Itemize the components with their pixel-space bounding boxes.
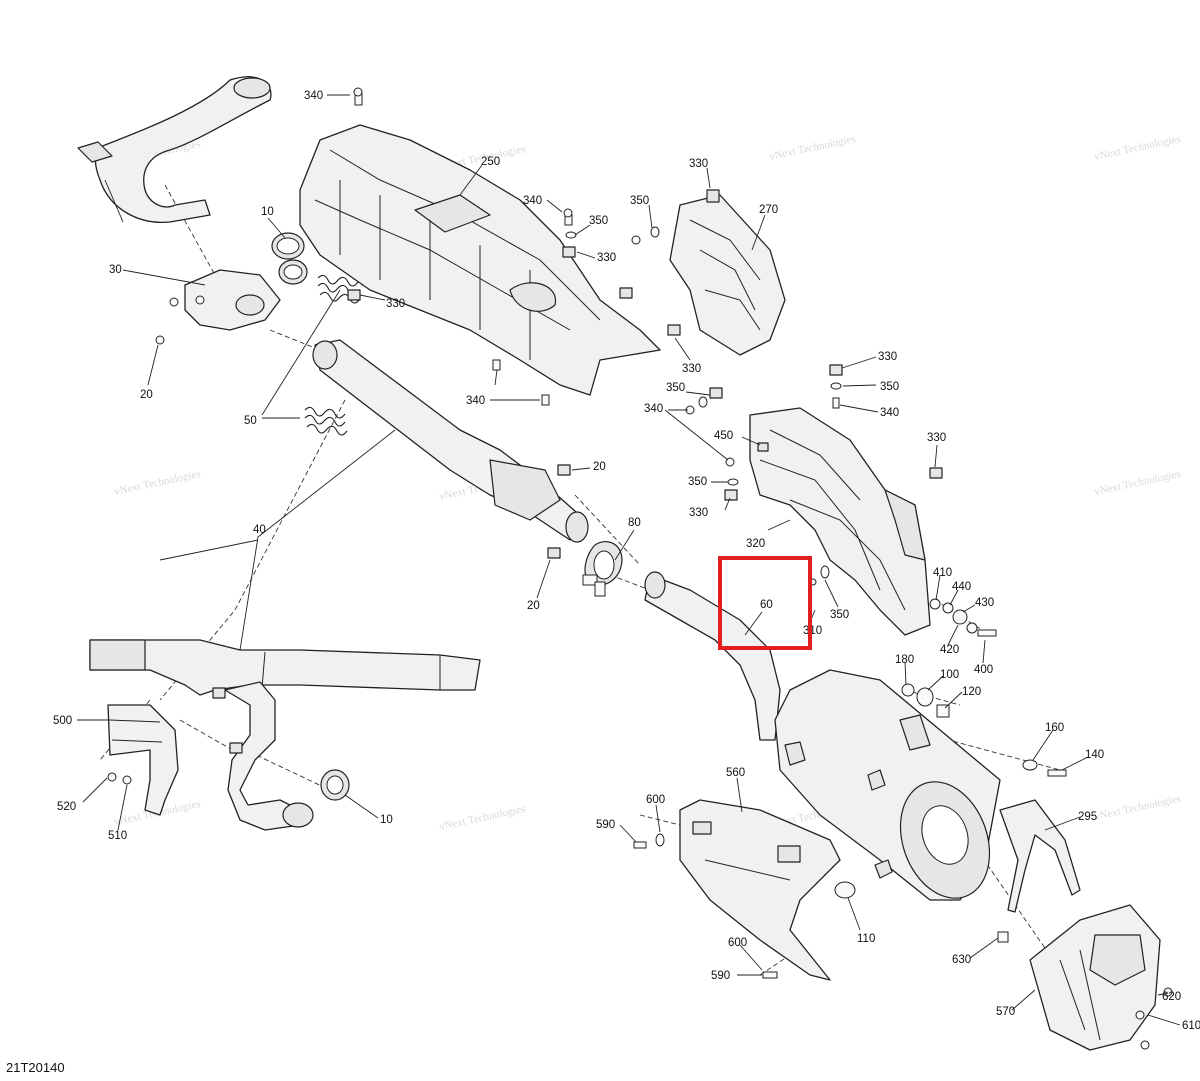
callout-100: 100: [940, 669, 959, 681]
callout-20: 20: [593, 461, 606, 473]
end-cap-570[interactable]: [1029, 904, 1161, 1051]
muffler-shield-560[interactable]: [679, 799, 841, 981]
callout-600: 600: [646, 794, 665, 806]
hardware: [155, 87, 1173, 1050]
callouts: 340 250 330 340 350 330 350 270 10 30 33…: [53, 90, 1200, 1032]
callout-340: 340: [880, 407, 899, 419]
callout-570: 570: [996, 1006, 1015, 1018]
callout-50: 50: [244, 415, 257, 427]
elbow-flange[interactable]: [184, 269, 281, 331]
mid-pipe[interactable]: [312, 339, 589, 543]
clamp-80[interactable]: [582, 540, 623, 597]
svg-text:vNext Technologies: vNext Technologies: [1093, 793, 1182, 823]
svg-text:vNext Technologies: vNext Technologies: [1093, 133, 1182, 163]
callout-340: 340: [304, 90, 323, 102]
svg-text:vNext Technologies: vNext Technologies: [1093, 468, 1182, 498]
callout-20: 20: [527, 600, 540, 612]
callout-500: 500: [53, 715, 72, 727]
bracket-295[interactable]: [999, 799, 1081, 913]
callout-140: 140: [1085, 749, 1104, 761]
callout-60: 60: [760, 599, 773, 611]
callout-340: 340: [523, 195, 542, 207]
callout-330: 330: [682, 363, 701, 375]
gasket-10-lower[interactable]: [320, 769, 350, 801]
callout-340: 340: [644, 403, 663, 415]
callout-400: 400: [974, 664, 993, 676]
svg-text:vNext Technologies: vNext Technologies: [768, 133, 857, 163]
callout-295: 295: [1078, 811, 1097, 823]
callout-600: 600: [728, 937, 747, 949]
callout-40: 40: [253, 524, 266, 536]
callout-350: 350: [688, 476, 707, 488]
callout-430: 430: [975, 597, 994, 609]
callout-590: 590: [711, 970, 730, 982]
highlight-box: [718, 556, 812, 650]
callout-160: 160: [1045, 722, 1064, 734]
figure-id: 21T20140: [6, 1060, 65, 1075]
callout-350: 350: [666, 382, 685, 394]
svg-text:vNext Technologies: vNext Technologies: [438, 803, 527, 833]
callout-420: 420: [940, 644, 959, 656]
callout-10: 10: [261, 206, 274, 218]
callout-510: 510: [108, 830, 127, 842]
callout-330: 330: [689, 507, 708, 519]
callout-250: 250: [481, 156, 500, 168]
watermark: vNext Technologies: [1093, 468, 1182, 498]
callout-610: 610: [1182, 1020, 1200, 1032]
callout-620: 620: [1162, 991, 1181, 1003]
callout-180: 180: [895, 654, 914, 666]
callout-330: 330: [689, 158, 708, 170]
callout-20: 20: [140, 389, 153, 401]
callout-350: 350: [830, 609, 849, 621]
callout-410: 410: [933, 567, 952, 579]
front-pipe-30[interactable]: [77, 76, 272, 224]
callout-340: 340: [466, 395, 485, 407]
leader-lines: [77, 94, 1181, 1026]
callout-350: 350: [880, 381, 899, 393]
watermark: vNext Technologies: [438, 803, 527, 833]
watermark: vNext Technologies: [1093, 793, 1182, 823]
callout-110: 110: [857, 933, 875, 945]
callout-520: 520: [57, 801, 76, 813]
callout-330: 330: [597, 252, 616, 264]
watermark: vNext Technologies: [768, 133, 857, 163]
callout-560: 560: [726, 767, 745, 779]
heat-shield-270[interactable]: [669, 194, 786, 356]
callout-270: 270: [759, 204, 778, 216]
callout-80: 80: [628, 517, 641, 529]
callout-30: 30: [109, 264, 122, 276]
callout-320: 320: [746, 538, 765, 550]
callout-330: 330: [878, 351, 897, 363]
callout-120: 120: [962, 686, 981, 698]
gasket-10-upper[interactable]: [271, 232, 308, 285]
callout-350: 350: [630, 195, 649, 207]
callout-350: 350: [589, 215, 608, 227]
callout-310: 310: [803, 625, 822, 637]
callout-450: 450: [714, 430, 733, 442]
watermark: vNext Technologies: [113, 468, 202, 498]
callout-330: 330: [386, 298, 405, 310]
callout-10: 10: [380, 814, 393, 826]
watermark: vNext Technologies: [1093, 133, 1182, 163]
callout-330: 330: [927, 432, 946, 444]
callout-440: 440: [952, 581, 971, 593]
svg-text:vNext Technologies: vNext Technologies: [113, 468, 202, 498]
heat-shield-250[interactable]: [299, 124, 661, 396]
header-pipe-40[interactable]: [89, 639, 481, 831]
callout-630: 630: [952, 954, 971, 966]
shield-500[interactable]: [107, 704, 179, 816]
pipe-60[interactable]: [644, 571, 781, 741]
heat-shield-320[interactable]: [749, 407, 931, 636]
callout-590: 590: [596, 819, 615, 831]
muffler[interactable]: [774, 669, 1005, 911]
